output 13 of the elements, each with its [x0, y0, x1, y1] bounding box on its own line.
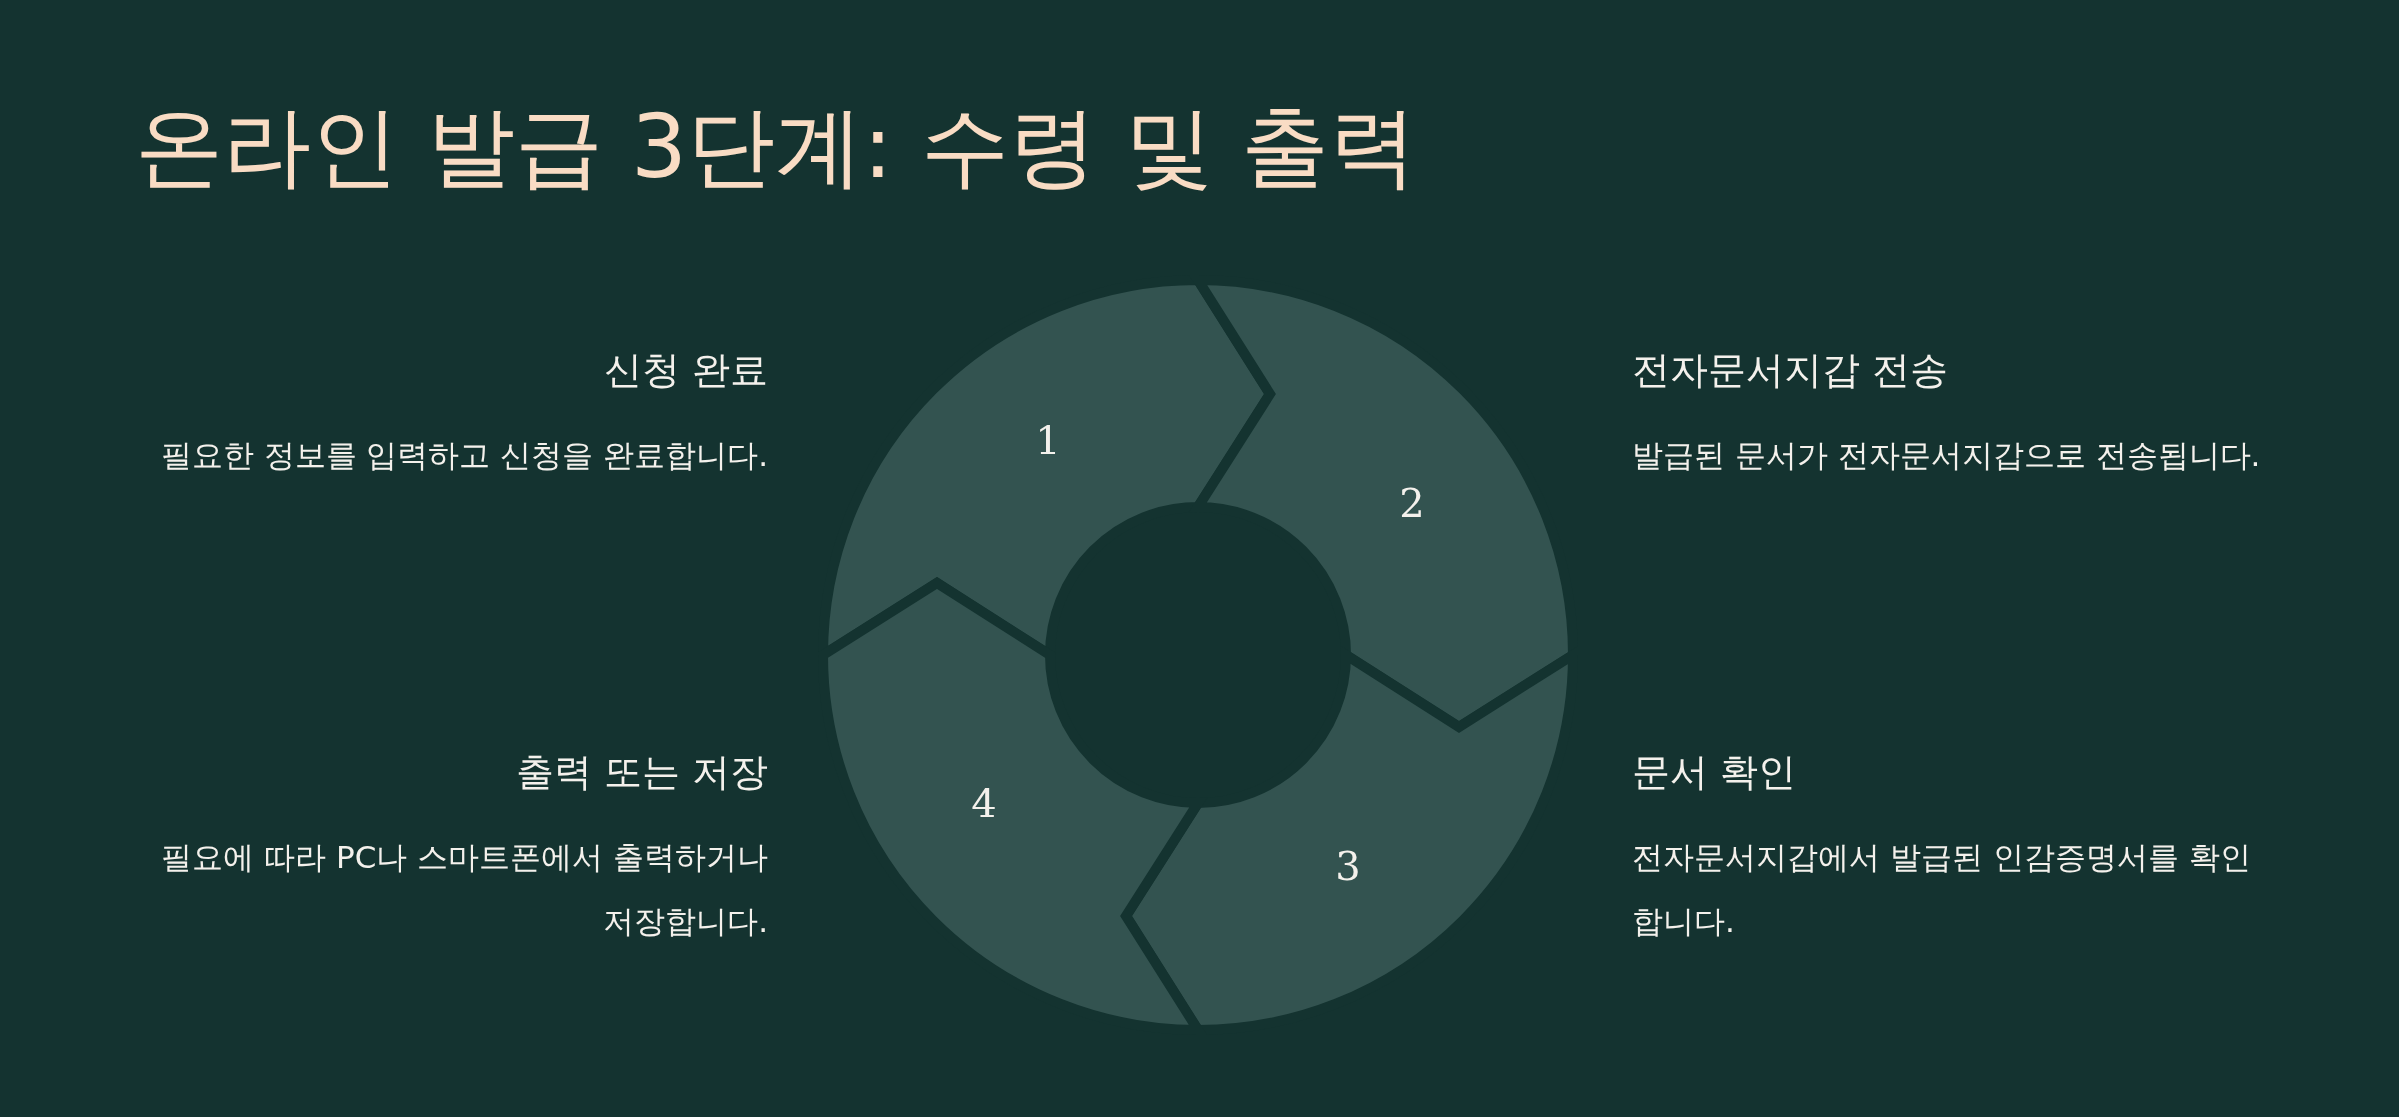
step-description: 필요한 정보를 입력하고 신청을 완료합니다. [159, 436, 768, 475]
step-description: 발급된 문서가 전자문서지갑으로 전송됩니다. [1632, 436, 2262, 475]
step-number: 2 [1399, 480, 1425, 526]
step-number: 1 [1035, 417, 1061, 463]
step-heading: 전자문서지갑 전송 [1632, 347, 1950, 394]
step-number: 4 [971, 780, 997, 826]
step-number: 3 [1335, 843, 1361, 889]
step-heading: 출력 또는 저장 [514, 749, 768, 796]
step-heading: 신청 완료 [602, 347, 768, 394]
title: 온라인 발급 3단계: 수령 및 출력 [135, 94, 1417, 200]
step-heading: 문서 확인 [1632, 749, 1798, 796]
step-description: 필요에 따라 PC나 스마트폰에서 출력하거나 저장합니다. [160, 838, 768, 941]
step-description: 전자문서지갑에서 발급된 인감증명서를 확인합니다. [1632, 838, 2252, 941]
